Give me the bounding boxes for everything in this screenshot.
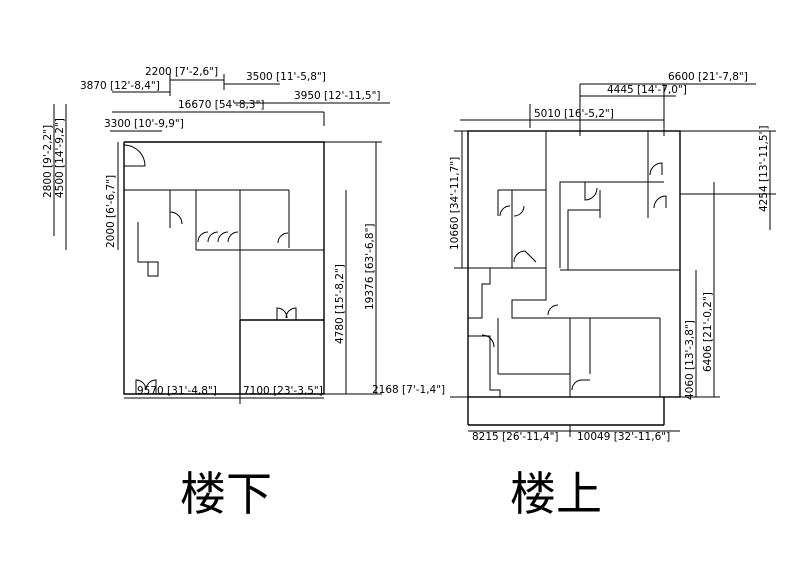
dim-label: 5010 [16'-5,2"] bbox=[534, 108, 614, 120]
dim-label: 4060 [13'-3,8"] bbox=[684, 320, 696, 400]
dim-label: 3500 [11'-5,8"] bbox=[246, 71, 326, 83]
door-swing bbox=[277, 232, 289, 244]
upstairs-plan: 6600 [21'-7,8"] 4445 [14'-7,0"] 5010 [16… bbox=[372, 71, 776, 443]
dim-label: 4500 [14'-9,2"] bbox=[54, 118, 66, 198]
door-swing bbox=[481, 334, 495, 348]
upstairs-interior-wall bbox=[567, 190, 601, 270]
dim-label: 3950 [12'-11,5"] bbox=[294, 90, 381, 102]
dim-label: 16670 [54'-8,3"] bbox=[178, 99, 265, 111]
dim-label: 2800 [9'-2,2"] bbox=[42, 125, 54, 198]
door-swing bbox=[276, 307, 297, 320]
dim-label: 9570 [31'-4,8"] bbox=[137, 385, 217, 397]
downstairs-outer-wall bbox=[123, 141, 325, 395]
dim-label: 3300 [10'-9,9"] bbox=[104, 118, 184, 130]
door-swing bbox=[653, 195, 667, 209]
upstairs-interior-wall bbox=[468, 335, 501, 397]
door-swing bbox=[584, 182, 598, 201]
dim-label: 4780 [15'-8,2"] bbox=[334, 264, 346, 344]
dim-label: 4254 [13'-11,5"] bbox=[758, 126, 770, 213]
door-swing bbox=[547, 304, 559, 316]
dim-label: 10049 [32'-11,6"] bbox=[577, 431, 670, 443]
door-swing bbox=[649, 162, 663, 176]
door-swing bbox=[197, 231, 239, 243]
dim-label: 3870 [12'-8,4"] bbox=[80, 80, 160, 92]
door-swing bbox=[123, 144, 146, 167]
door-swing bbox=[571, 379, 590, 391]
dim-label: 2168 [7'-1,4"] bbox=[372, 384, 445, 396]
downstairs-plan: 2200 [7'-2,6"] 3870 [12'-8,4"] 3500 [11'… bbox=[42, 66, 390, 404]
dim-label: 2000 [6'-6,7"] bbox=[105, 175, 117, 248]
upstairs-outer-wall bbox=[467, 130, 681, 398]
dim-label: 19376 [63'-6,8"] bbox=[364, 224, 376, 311]
downstairs-caption: 楼下 bbox=[180, 467, 272, 521]
dim-label: 8215 [26'-11,4"] bbox=[472, 431, 559, 443]
door-swing bbox=[513, 250, 537, 263]
dim-label: 7100 [23'-3,5"] bbox=[243, 385, 323, 397]
dim-label: 10660 [34'-11,7"] bbox=[449, 157, 461, 250]
door-swing bbox=[499, 205, 525, 217]
upstairs-interior-wall bbox=[559, 181, 664, 268]
door-swing bbox=[135, 379, 157, 394]
downstairs-stair bbox=[137, 222, 159, 277]
door-swing bbox=[169, 211, 183, 225]
dim-label: 4445 [14'-7,0"] bbox=[607, 84, 687, 96]
dim-label: 6406 [21'-0,2"] bbox=[702, 292, 714, 372]
upstairs-caption: 楼上 bbox=[510, 467, 602, 521]
dim-label: 2200 [7'-2,6"] bbox=[145, 66, 218, 78]
dim-label: 6600 [21'-7,8"] bbox=[668, 71, 748, 83]
upstairs-interior-wall bbox=[511, 268, 591, 374]
upstairs-interior-wall bbox=[468, 268, 491, 319]
